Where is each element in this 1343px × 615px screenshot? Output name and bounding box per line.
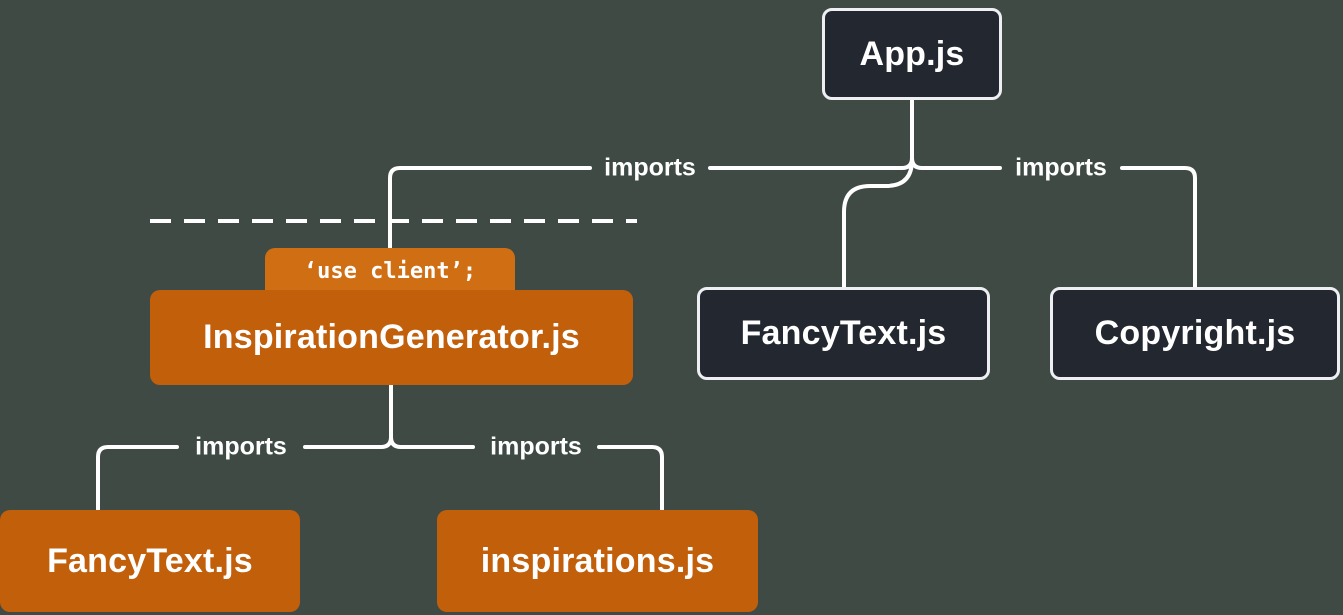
edge-app-to-fancytext [842,128,914,291]
imports-label-app-copyright: imports [1015,153,1107,182]
node-inspirationgenerator-js: InspirationGenerator.js [150,290,633,385]
edge-app-to-copyright-a [910,156,1002,170]
edge-inspgen-to-inspirations-a [389,435,475,449]
edge-inspgen-to-inspirations-b [597,445,664,514]
imports-label-inspgen-fancytext: imports [195,432,287,461]
imports-label-inspgen-inspirations: imports [490,432,582,461]
node-inspirations-js: inspirations.js [437,510,758,612]
edge-app-to-copyright-b [1120,166,1197,291]
edge-inspgen-to-fancytext-b [96,445,179,514]
node-app-js: App.js [822,8,1002,100]
use-client-directive-badge: ‘use client’; [265,248,515,294]
node-copyright-js: Copyright.js [1050,287,1340,380]
imports-label-app-inspirationgenerator: imports [604,153,696,182]
node-fancytext-js-client: FancyText.js [0,510,300,612]
edge-app-to-inspirationgenerator-a [708,98,914,170]
edge-inspgen-to-fancytext-a [303,383,393,449]
edge-app-to-inspirationgenerator-b [388,166,592,294]
node-fancytext-js-server: FancyText.js [697,287,990,380]
